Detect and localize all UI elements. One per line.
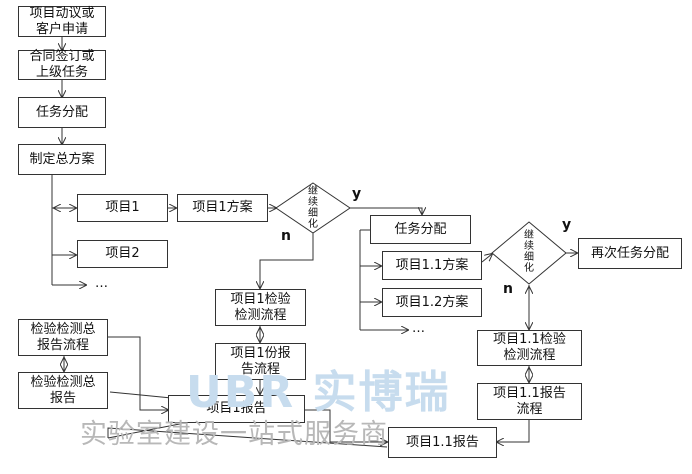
node-task-assignment-2: 任务分配 [370, 215, 471, 244]
edge-report-back [107, 419, 201, 439]
node-project-1-partial-report: 项目1份报 告流程 [215, 343, 306, 380]
decision-1-label: 继 续 细 化 [308, 186, 318, 230]
edge-report-p11report [305, 409, 387, 442]
yes-label-2: y [562, 217, 572, 233]
node-reassignment: 再次任务分配 [578, 238, 682, 269]
no-label-2: n [503, 281, 513, 297]
node-project-1-1-plan: 项目1.1方案 [382, 251, 482, 280]
node-project-1-inspection: 项目1检验 检测流程 [215, 289, 306, 326]
node-inspection-summary-report: 检验检测总 报告 [18, 372, 108, 409]
watermark-logo: UBR 实博瑞 [186, 367, 451, 418]
edge-d1-no [260, 233, 314, 288]
watermark-tagline: 实验室建设一站式服务商 [80, 419, 388, 450]
edge-p11-d2 [481, 254, 492, 263]
node-overall-plan: 制定总方案 [18, 144, 106, 175]
node-project-1: 项目1 [77, 194, 168, 222]
node-project-1-plan: 项目1方案 [177, 194, 268, 222]
edge-d1-yes [350, 208, 422, 214]
ellipsis-2: … [412, 321, 426, 336]
node-inspection-summary-flow: 检验检测总 报告流程 [18, 319, 108, 356]
node-project-1-1-report: 项目1.1报告 [388, 427, 497, 458]
edge-sum1-mid [108, 336, 168, 410]
node-project-1-2-plan: 项目1.2方案 [382, 288, 482, 317]
node-project-1-1-report-flow: 项目1.1报告 流程 [477, 383, 582, 420]
node-project-2: 项目2 [77, 240, 168, 268]
node-project-1-1-inspection: 项目1.1检验 检测流程 [477, 330, 582, 366]
node-task-assignment: 任务分配 [18, 97, 106, 128]
node-project-proposal: 项目动议或 客户申请 [18, 6, 106, 37]
no-label-1: n [281, 228, 291, 244]
ellipsis-1: … [95, 276, 109, 291]
edge-rflow-report [497, 420, 530, 442]
node-contract-signing: 合同签订或 上级任务 [18, 49, 106, 80]
decision-diamond-1 [275, 182, 351, 234]
yes-label-1: y [352, 186, 362, 202]
decision-2-label: 继 续 细 化 [524, 230, 534, 274]
node-project-1-report: 项目1报告 [168, 395, 305, 423]
decision-diamond-2 [491, 221, 567, 285]
edge-bottom-link [107, 427, 388, 448]
